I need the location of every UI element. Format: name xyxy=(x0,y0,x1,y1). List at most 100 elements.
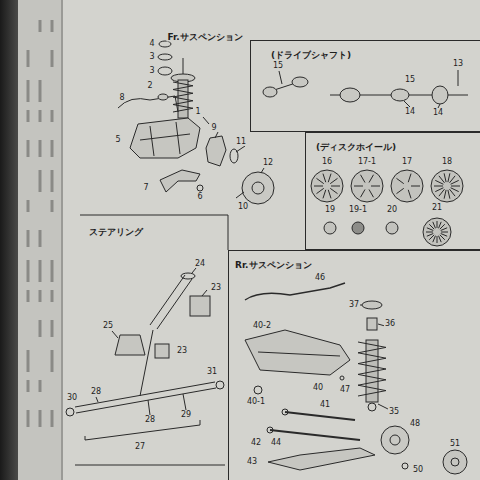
callout-number: 9 xyxy=(210,124,217,132)
leader-line xyxy=(378,404,388,409)
spoke xyxy=(361,175,366,183)
callout-number: 47 xyxy=(339,386,351,394)
leader-line xyxy=(96,397,98,402)
leader-line xyxy=(438,104,440,108)
page-edge xyxy=(0,0,18,480)
callout-number: 12 xyxy=(262,159,274,167)
spoke xyxy=(427,228,433,231)
callout-number: 15 xyxy=(272,62,284,70)
coil-spring xyxy=(358,342,386,396)
callout-number: 24 xyxy=(194,260,206,268)
callout-number: 43 xyxy=(246,458,258,466)
spoke xyxy=(429,224,434,229)
spoke xyxy=(448,173,450,182)
callout-number: 14 xyxy=(404,108,416,116)
disc-wheel xyxy=(351,170,383,202)
spoke xyxy=(437,236,438,243)
arm-eye xyxy=(282,409,288,415)
margin-mark xyxy=(39,80,42,102)
disc-wheel xyxy=(391,170,423,202)
callout-number: 19-1 xyxy=(348,206,368,214)
callout-number: 40-1 xyxy=(246,398,266,406)
margin-mark xyxy=(51,140,54,157)
spoke xyxy=(439,236,442,242)
spoke xyxy=(331,186,340,187)
margin-mark xyxy=(51,200,54,212)
margin-mark xyxy=(51,20,54,32)
callout-number: 5 xyxy=(114,136,121,144)
callout-number: 11 xyxy=(235,138,247,146)
callout-number: 16 xyxy=(321,158,333,166)
disc-hat xyxy=(390,435,400,445)
callout-number: 2 xyxy=(146,82,153,90)
callout-number: 1 xyxy=(194,108,201,116)
margin-mark xyxy=(39,20,42,32)
callout-number: 4 xyxy=(148,40,155,48)
spoke xyxy=(361,189,366,197)
spoke xyxy=(441,234,447,237)
spoke xyxy=(437,221,438,228)
margin-mark xyxy=(39,410,42,427)
margin-mark xyxy=(27,110,30,122)
margin-mark xyxy=(27,410,30,427)
stabilizer-bar xyxy=(118,96,178,112)
spoke xyxy=(330,178,337,183)
mount-cap xyxy=(159,41,171,47)
panel-heading: Rr.サスペンション xyxy=(235,260,312,272)
callout-number: 27 xyxy=(134,443,146,451)
spoke xyxy=(439,222,442,228)
pinion-shaft xyxy=(140,330,153,396)
crossmember xyxy=(130,118,200,158)
callout-number: 51 xyxy=(449,440,461,448)
leader-line xyxy=(360,305,362,306)
spoke xyxy=(314,186,323,187)
callout-number: 15 xyxy=(404,76,416,84)
callout-number: 28 xyxy=(144,416,156,424)
callout-number: 48 xyxy=(409,420,421,428)
margin-mark xyxy=(27,140,30,157)
boot xyxy=(292,77,308,87)
wheel-cap xyxy=(324,222,336,234)
spoke xyxy=(408,174,411,183)
leader-line xyxy=(261,168,264,173)
crossmember xyxy=(245,330,350,375)
margin-mark xyxy=(51,320,54,337)
leader-line xyxy=(202,290,207,296)
callout-number: 23 xyxy=(210,284,222,292)
margin-mark xyxy=(27,380,30,392)
spoke xyxy=(440,224,445,229)
top-mount xyxy=(362,301,382,309)
column-bracket xyxy=(190,296,210,316)
spoke xyxy=(433,222,436,228)
margin-mark xyxy=(39,320,42,337)
bracket xyxy=(85,420,200,440)
bolt xyxy=(340,376,344,380)
panel-rule xyxy=(228,215,229,250)
panel-box: (ドライブシャフト) xyxy=(250,40,480,132)
panel-rule xyxy=(80,215,228,216)
margin-mark xyxy=(51,170,54,192)
callout-number: 10 xyxy=(237,203,249,211)
callout-number: 14 xyxy=(432,109,444,117)
spoke xyxy=(396,188,403,193)
spoke xyxy=(435,180,443,184)
panel-rule xyxy=(75,465,225,466)
disc-wheels xyxy=(311,170,463,246)
margin-mark xyxy=(51,350,54,372)
callout-number: 25 xyxy=(102,322,114,330)
callout-number: 30 xyxy=(66,394,78,402)
spoke xyxy=(444,190,446,199)
lower-arm xyxy=(160,170,200,192)
lateral-arm xyxy=(270,430,360,440)
callout-number: 28 xyxy=(90,388,102,396)
margin-mark xyxy=(51,50,54,67)
nut xyxy=(402,463,408,469)
spoke xyxy=(448,190,450,199)
margin-mark xyxy=(51,110,54,122)
spoke xyxy=(451,186,460,187)
spoke xyxy=(449,189,455,196)
leader-line xyxy=(404,101,410,107)
mount-bearing xyxy=(158,54,172,60)
steering-column xyxy=(150,275,192,329)
